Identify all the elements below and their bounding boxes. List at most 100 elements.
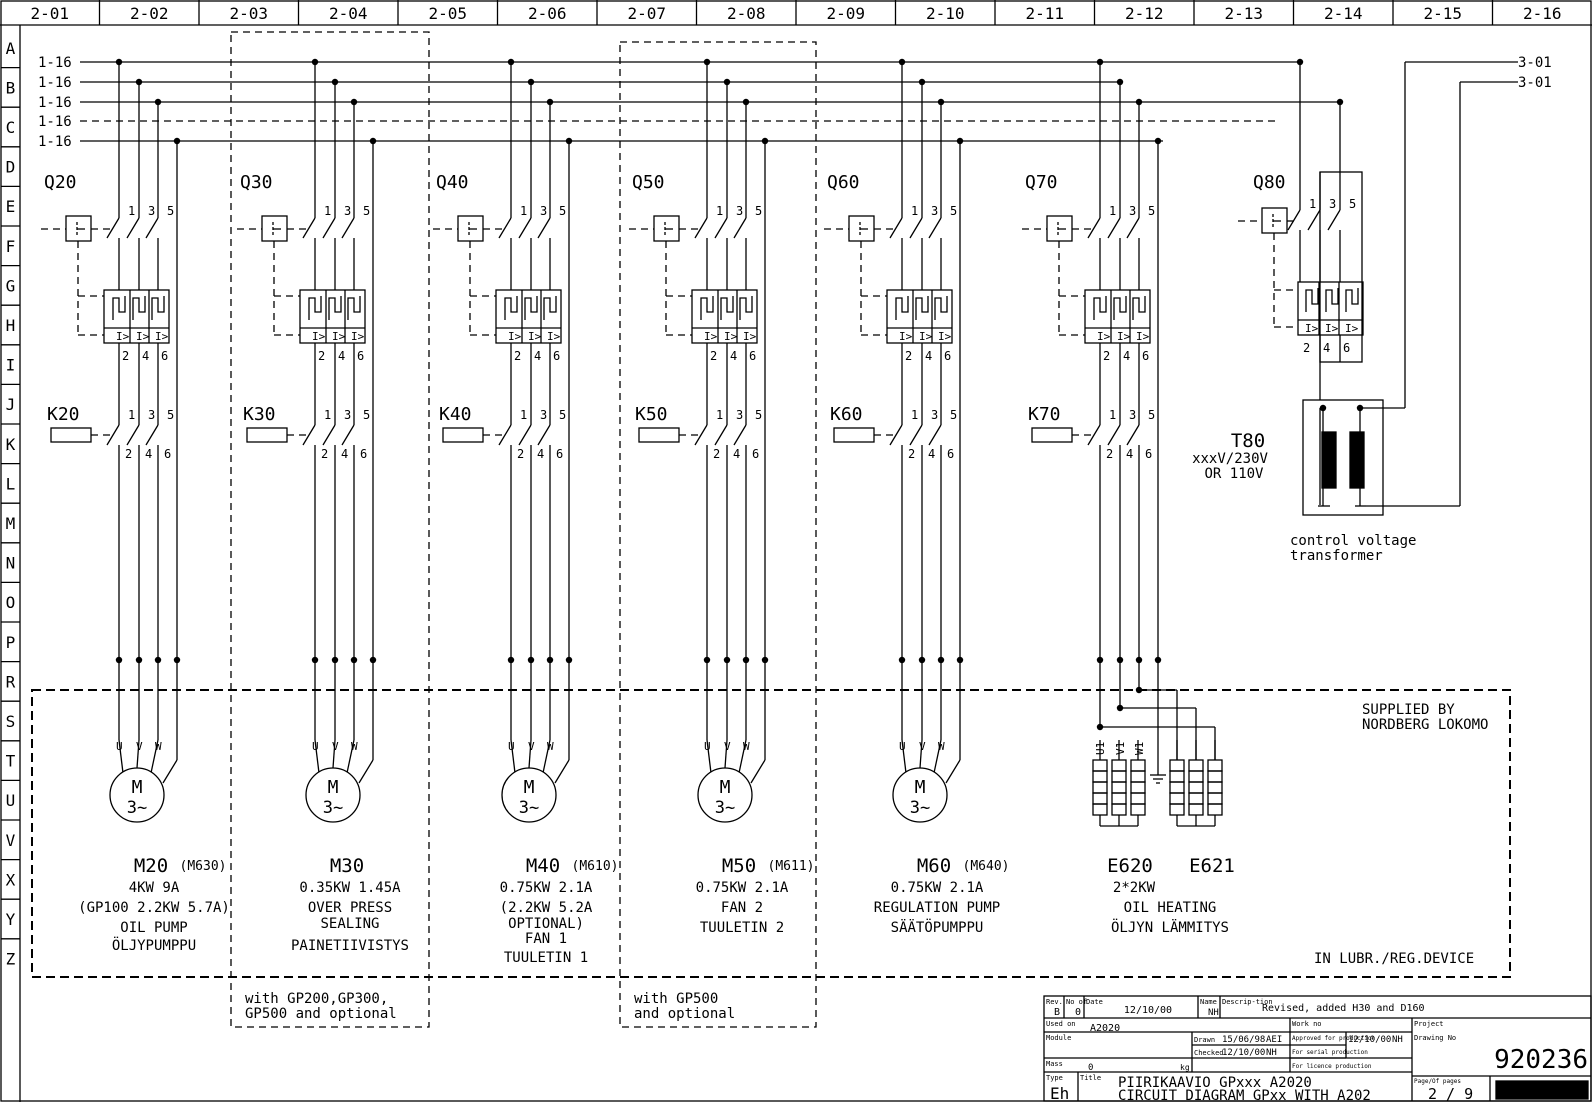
column-label: 2-02 — [130, 4, 169, 23]
wire — [542, 739, 551, 774]
motor-description: ÖLJYPUMPPU — [112, 936, 196, 954]
breaker-contact — [889, 217, 903, 239]
tb-field-label: Approved for production — [1292, 1035, 1375, 1042]
transformer-caption: control voltage — [1290, 533, 1416, 549]
trip-label: I> — [1097, 330, 1111, 343]
wire — [724, 739, 728, 769]
column-label: 2-14 — [1324, 4, 1363, 23]
transformer-enclosure — [1302, 399, 1384, 516]
motor-terminal-label: W — [743, 740, 750, 753]
row-label: O — [6, 593, 16, 612]
terminal-label: 5 — [363, 204, 370, 218]
terminal-label: 4 — [1123, 349, 1130, 363]
trip-label: I> — [136, 330, 150, 343]
terminal-label: 5 — [1148, 204, 1155, 218]
trip-unit — [103, 289, 170, 344]
trip-unit — [1297, 281, 1364, 336]
power-bus: 1-161-161-161-161-163-013-01 — [38, 55, 1552, 150]
breaker-contact — [518, 217, 532, 239]
motor-ref: (M611) — [768, 859, 815, 874]
trip-label: I> — [1325, 322, 1339, 335]
option-note: with GP500 — [634, 991, 718, 1007]
column-label: 2-09 — [826, 4, 865, 23]
motor-terminal-label: W — [155, 740, 162, 753]
terminal-label: 5 — [363, 408, 370, 422]
column-label: 2-04 — [329, 4, 368, 23]
terminal-label: 3 — [540, 204, 547, 218]
tb-field-label: For serial production — [1292, 1049, 1368, 1056]
tb-name: NH — [1208, 1008, 1219, 1018]
heater-element-cell — [1207, 781, 1223, 794]
trip-label: I> — [1136, 330, 1150, 343]
trip-label: I> — [919, 330, 933, 343]
motor-name: M30 — [330, 855, 364, 877]
motor-description: TUULETIN 1 — [504, 950, 588, 966]
title-block-border — [1043, 995, 1592, 1102]
trip-unit — [495, 289, 562, 344]
tb-drawn-date: 15/06/98 — [1222, 1035, 1265, 1045]
heater-description: 2*2KW — [1113, 880, 1156, 896]
heater-element-cell — [1207, 792, 1223, 805]
tb-title-line: PIIRIKAAVIO GPxxx A2020 — [1118, 1075, 1312, 1091]
tb-approved-by: NH — [1392, 1035, 1403, 1045]
tb-description: Revised, added H30 and D160 — [1262, 1003, 1425, 1014]
tb-field-label: Mass — [1046, 1060, 1063, 1068]
row-label: P — [6, 633, 16, 652]
tb-drawn-by: AEI — [1266, 1035, 1282, 1045]
motor-terminal-label: W — [351, 740, 358, 753]
heater-element-cell — [1207, 770, 1223, 783]
thermal-element — [151, 296, 165, 320]
trip-label: I> — [743, 330, 757, 343]
column-label: 2-11 — [1025, 4, 1064, 23]
contactor-contact — [909, 424, 923, 446]
thermal-element — [1305, 288, 1319, 312]
heater-element-cell — [1188, 770, 1204, 783]
wire — [933, 739, 942, 774]
tb-field-label: For licence production — [1292, 1063, 1372, 1070]
motor-symbol-m: M — [720, 777, 731, 798]
terminal-label: 4 — [145, 447, 152, 461]
terminal-label: 2 — [713, 447, 720, 461]
terminal-label: 6 — [1343, 341, 1350, 355]
tb-field-label: Module — [1046, 1034, 1071, 1042]
terminal-label: 2 — [122, 349, 129, 363]
row-label: Z — [6, 950, 16, 969]
motor-symbol — [697, 767, 753, 823]
terminal-label: 3 — [344, 204, 351, 218]
option-boundary-m30 — [230, 31, 430, 1028]
option-boundary-m50 — [619, 41, 817, 1028]
motor-terminal-label: V — [724, 740, 731, 753]
heater-element-cell — [1092, 781, 1108, 794]
contactor-coil — [246, 427, 288, 443]
breaker-contact — [341, 217, 355, 239]
terminal-label: 2 — [905, 349, 912, 363]
heater-element-cell — [1130, 781, 1146, 794]
motor-symbol — [109, 767, 165, 823]
tb-field-label: Page/Of pages — [1414, 1078, 1461, 1085]
breaker-contact — [302, 217, 316, 239]
pe-wire — [554, 759, 570, 784]
row-label: L — [6, 474, 16, 493]
motor-description: 0.75KW 2.1A — [891, 880, 984, 896]
bus-label: 1-16 — [38, 114, 72, 130]
terminal-label: 4 — [730, 349, 737, 363]
wire — [901, 739, 907, 774]
tb-field-label: Used on — [1046, 1020, 1076, 1028]
heater-element-cell — [1169, 759, 1185, 772]
row-label: R — [6, 672, 16, 691]
terminal-label: 1 — [1309, 197, 1316, 211]
trip-unit — [1084, 289, 1151, 344]
contactor-contact — [889, 424, 903, 446]
tb-field-label: No of — [1066, 998, 1087, 1006]
terminal-label: 6 — [164, 447, 171, 461]
motor-description: FAN 2 — [721, 900, 763, 916]
column-label: 2-07 — [627, 4, 666, 23]
terminal-label: 1 — [520, 204, 527, 218]
terminal-label: 6 — [1142, 349, 1149, 363]
motor-symbol-m: M — [915, 777, 926, 798]
terminal-label: 2 — [514, 349, 521, 363]
terminal-label: 3 — [931, 204, 938, 218]
heater-terminal-label: W1 — [1133, 742, 1146, 755]
